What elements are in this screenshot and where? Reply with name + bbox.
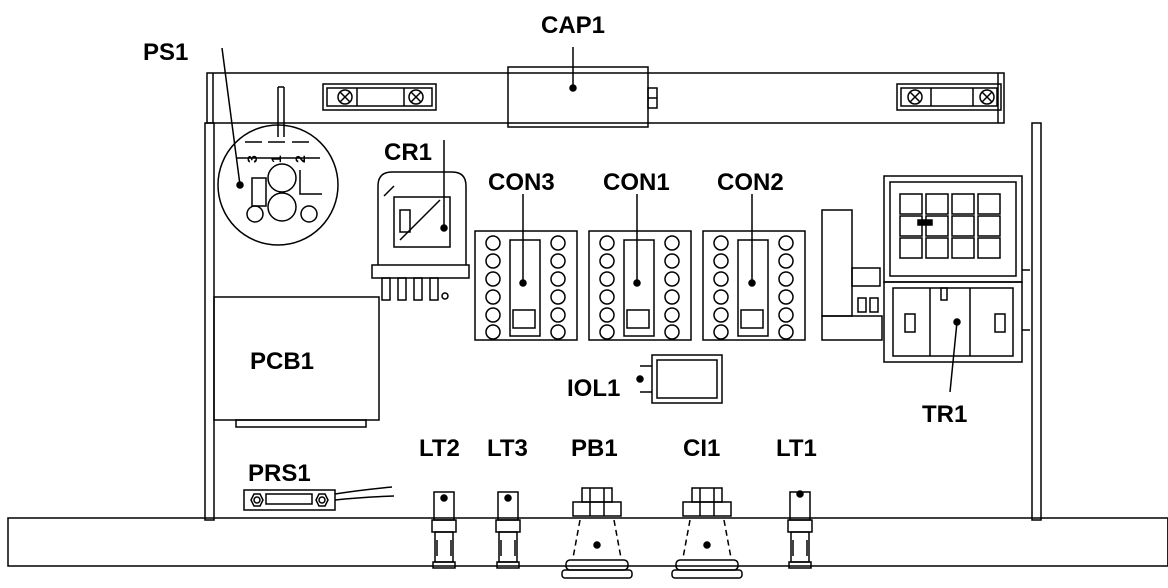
- ps1-pressure-switch: [217, 47, 339, 246]
- label-tr1: TR1: [922, 401, 967, 428]
- con3-contactor: [474, 194, 578, 341]
- label-iol1: IOL1: [567, 375, 620, 402]
- bottom-rail: [7, 517, 1168, 567]
- lt1-lamp: [787, 490, 813, 569]
- con2-contactor: [702, 194, 806, 341]
- ps1-terminal-3: 3: [244, 155, 260, 163]
- ps1-terminal-1: 1: [268, 155, 284, 163]
- con1-contactor: [588, 194, 692, 341]
- label-lt3: LT3: [487, 435, 528, 462]
- label-pcb1: PCB1: [250, 348, 314, 375]
- ci1-indicator: [671, 487, 743, 579]
- left-bracket: [322, 83, 437, 111]
- label-ci1: CI1: [683, 435, 720, 462]
- lt3-lamp: [495, 491, 521, 569]
- label-con2: CON2: [717, 169, 784, 196]
- label-prs1: PRS1: [248, 460, 311, 487]
- label-cap1: CAP1: [541, 12, 605, 39]
- prs1-sensor: [243, 486, 395, 511]
- label-con3: CON3: [488, 169, 555, 196]
- label-con1: CON1: [603, 169, 670, 196]
- cr1-relay: [371, 140, 470, 301]
- lt2-lamp: [431, 491, 457, 569]
- pcb1-board: [213, 296, 380, 428]
- iol1-overload: [636, 354, 723, 404]
- label-lt1: LT1: [776, 435, 817, 462]
- top-rail: [206, 72, 1005, 124]
- label-cr1: CR1: [384, 139, 432, 166]
- label-pb1: PB1: [571, 435, 618, 462]
- pb1-push-button: [561, 487, 633, 579]
- label-ps1: PS1: [143, 39, 188, 66]
- component-labels: CAP1 PS1 CR1 CON3 CON1 CON2 PCB1 IOL1 TR…: [143, 12, 967, 487]
- ps1-terminal-2: 2: [292, 155, 308, 163]
- cap1-capacitor: [507, 47, 658, 128]
- right-bracket: [896, 83, 1002, 111]
- label-lt2: LT2: [419, 435, 460, 462]
- tr1-timer: [821, 175, 1030, 393]
